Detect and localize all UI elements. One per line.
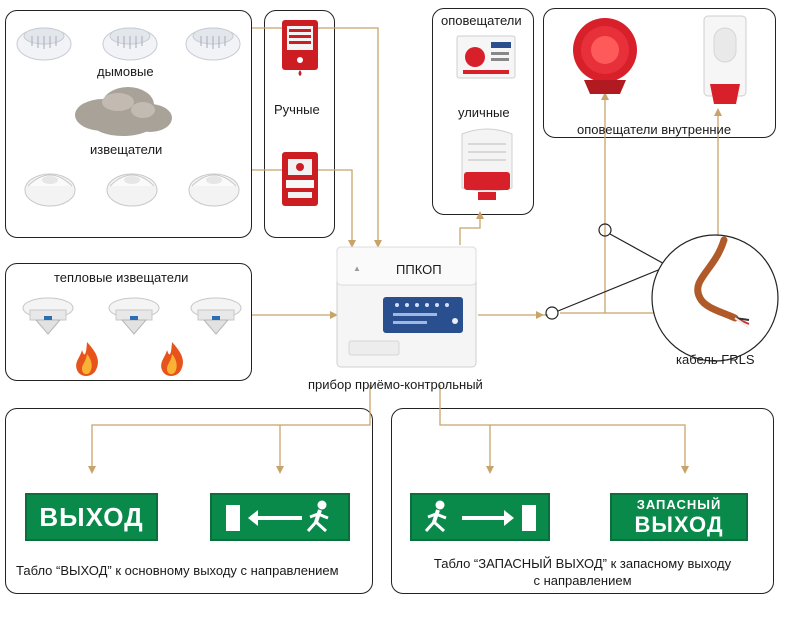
control-panel-icon: ▲ xyxy=(336,246,477,368)
running-man-icon xyxy=(306,500,329,533)
smoke-detector-icon xyxy=(185,27,241,61)
spare-exit-sign: ЗАПАСНЫЙ ВЫХОД xyxy=(610,493,748,541)
cable-label: кабель FRLS xyxy=(676,352,755,367)
spare-exit-line1: ЗАПАСНЫЙ xyxy=(636,497,722,512)
running-man-icon xyxy=(424,500,447,533)
door-icon xyxy=(522,505,536,531)
tablo-spare-caption-1: Табло “ЗАПАСНЫЙ ВЫХОД” к запасному выход… xyxy=(433,556,732,571)
cable-callout xyxy=(545,223,779,362)
flame-icon xyxy=(76,342,98,376)
detectors-label: извещатели xyxy=(90,142,163,157)
smoke-detector-icon xyxy=(16,27,72,61)
panel-caption-label: прибор приёмо-контрольный xyxy=(308,377,483,392)
manual-call-point-icon xyxy=(282,20,318,76)
siren-icon xyxy=(573,18,637,94)
arrow-right-icon xyxy=(462,510,514,526)
exit-direction-graphic xyxy=(226,500,329,533)
spare-direction-graphic xyxy=(424,500,536,533)
spare-direction-sign xyxy=(410,493,550,541)
wire-exit-spare xyxy=(439,385,686,470)
exit-direction-sign xyxy=(210,493,350,541)
wire-street xyxy=(459,215,481,245)
smoke-detector-icon xyxy=(106,173,158,207)
internal-label: оповещатели внутренние xyxy=(577,122,732,137)
spare-exit-line2: ВЫХОД xyxy=(634,512,724,537)
heat-detector-icon xyxy=(108,297,160,335)
strobe-siren-icon xyxy=(461,128,513,200)
manual-label: Ручные xyxy=(274,102,320,117)
heat-label: тепловые извещатели xyxy=(54,270,189,285)
heat-detector-icon xyxy=(22,297,74,335)
flame-icon xyxy=(161,342,183,376)
wire-exit-main xyxy=(91,385,371,470)
street-label: уличные xyxy=(458,105,510,120)
panel-name-label: ППКОП xyxy=(396,262,442,277)
tablo-spare-caption-2: с направлением xyxy=(533,573,632,588)
exit-sign-text: ВЫХОД xyxy=(39,501,144,532)
arrow-left-icon xyxy=(248,510,302,526)
exit-sign: ВЫХОД xyxy=(25,493,158,541)
siren-icon xyxy=(456,35,516,79)
smoke-label: дымовые xyxy=(97,64,154,79)
cable-icon xyxy=(694,236,750,328)
manual-call-point-icon xyxy=(282,152,318,206)
svg-text:▲: ▲ xyxy=(353,264,361,273)
smoke-detector-icon xyxy=(188,173,240,207)
smoke-cloud-icon xyxy=(75,87,172,136)
smoke-detector-icon xyxy=(102,27,158,61)
smoke-detector-icon xyxy=(24,173,76,207)
heat-detector-icon xyxy=(190,297,242,335)
tablo-main-caption: Табло “ВЫХОД” к основному выходу с напра… xyxy=(16,563,339,578)
annunciators-label: оповещатели xyxy=(441,13,522,28)
strobe-siren-icon xyxy=(703,15,747,104)
door-icon xyxy=(226,505,240,531)
